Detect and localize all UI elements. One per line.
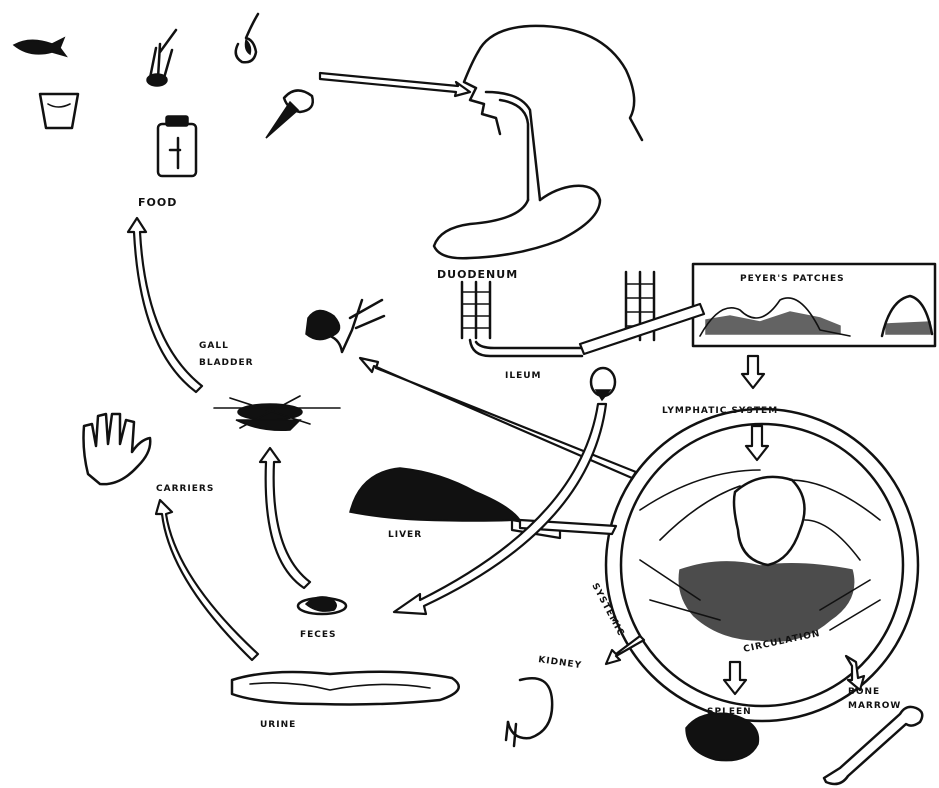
food-items [14, 14, 313, 176]
label-carriers: CARRIERS [156, 484, 214, 494]
label-spleen: SPLEEN [707, 707, 752, 717]
label-bladder: BLADDER [199, 358, 254, 368]
small-intestine [462, 272, 654, 356]
gall-bladder-icon [306, 300, 384, 352]
label-feces: FECES [300, 630, 337, 640]
spleen-icon [686, 713, 758, 760]
bone-icon [824, 707, 922, 784]
arrow-fly-to-food [128, 218, 202, 392]
onion-icon [236, 14, 258, 62]
feces-icon [298, 597, 346, 614]
label-kidney: KIDNEY [538, 655, 583, 671]
arrow-circulation-to-spleen [724, 662, 746, 694]
label-food: FOOD [138, 196, 177, 209]
arrow-lymphatic-to-circulation [746, 426, 768, 460]
cup-icon [40, 94, 78, 128]
label-urine: URINE [260, 720, 296, 730]
label-ileum: ILEUM [505, 371, 542, 381]
systemic-circulation-ring [606, 409, 918, 721]
vegetable-icon [147, 30, 176, 86]
arrow-feces-to-fly [260, 448, 310, 588]
label-peyers-patches: PEYER'S PATCHES [740, 274, 845, 284]
label-bone: BONE [848, 687, 880, 697]
fly-icon [214, 396, 340, 430]
label-marrow: MARROW [848, 701, 901, 711]
label-duodenum: DUODENUM [437, 268, 518, 281]
arrow-to-lymphatic [742, 356, 764, 388]
arrow-urine-to-carriers [156, 500, 258, 660]
human-head-digestive-tract [434, 26, 642, 258]
hand-icon [84, 414, 151, 484]
label-liver: LIVER [388, 530, 422, 540]
milk-bottle-icon [158, 116, 196, 176]
arrow-circulation-to-bone-marrow [846, 656, 864, 690]
kidney-icon [506, 678, 552, 746]
lymph-node-icon [591, 368, 615, 400]
urine-icon [232, 672, 459, 705]
label-gall: GALL [199, 341, 229, 351]
fish-icon [14, 38, 66, 56]
ice-cream-icon [266, 90, 313, 138]
arrow-food-to-mouth [320, 73, 470, 96]
